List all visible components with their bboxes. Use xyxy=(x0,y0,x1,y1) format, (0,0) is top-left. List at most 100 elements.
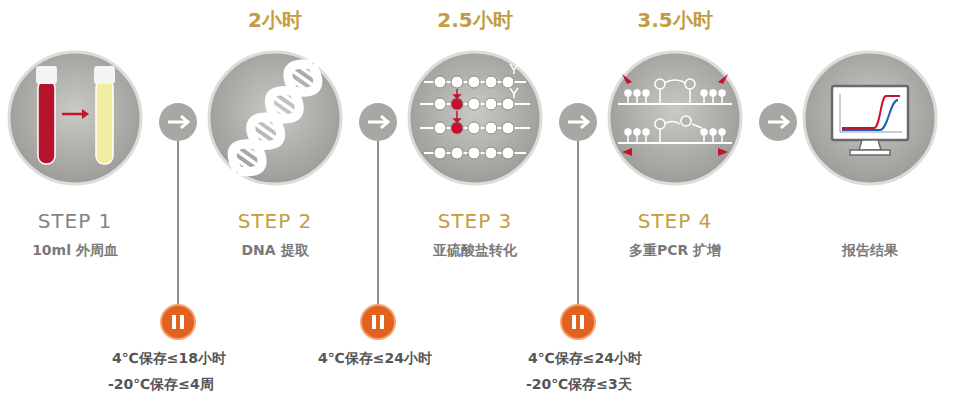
step-label: STEP 4 xyxy=(588,209,762,233)
primer-dot xyxy=(685,79,695,89)
duration-label: 3.5小时 xyxy=(588,8,762,32)
pause-bar xyxy=(180,315,184,329)
step-disc xyxy=(804,52,936,184)
primer-dot xyxy=(655,79,665,89)
tube-cap xyxy=(94,66,115,84)
dna-helix xyxy=(225,56,326,181)
plasma-tube xyxy=(96,80,113,164)
arrow-disc xyxy=(559,103,597,141)
process-step: 2小时 STEP 2 DNA 提取 xyxy=(188,0,368,265)
pcr-lines xyxy=(618,104,732,143)
process-step: 报告结果 xyxy=(788,0,952,265)
probe-head xyxy=(625,129,631,135)
pcr-arrow xyxy=(622,74,632,84)
flow-arrow xyxy=(368,121,388,124)
base-dot xyxy=(502,98,514,110)
base-dots xyxy=(434,76,514,159)
probe-head xyxy=(719,129,725,135)
duration-label: 2.5小时 xyxy=(388,8,562,32)
pause-disc xyxy=(561,305,595,339)
monitor xyxy=(832,86,908,155)
primer-loop xyxy=(660,121,702,143)
plot-axes xyxy=(840,94,902,132)
monitor-neck xyxy=(859,140,881,150)
pcr-arrows xyxy=(622,74,728,156)
process-step: STEP 110ml 外周血 xyxy=(0,0,168,265)
storage-note: 4℃保存≤18小时 xyxy=(112,349,226,367)
pause-icon xyxy=(161,305,195,339)
monitor-screen xyxy=(832,86,908,140)
step-label: STEP 2 xyxy=(188,209,362,233)
step-discs xyxy=(9,52,936,184)
pcr-arrow xyxy=(718,148,728,156)
process-step: 3.5小时STEP 4多重PCR 扩增 xyxy=(588,0,768,265)
bisulfite-strands xyxy=(420,64,530,159)
flow-arrow xyxy=(568,121,588,124)
base-dot xyxy=(468,147,480,159)
probe-stems xyxy=(625,90,725,143)
monitor-base xyxy=(850,150,890,155)
cut-mark xyxy=(510,88,518,98)
primer-loops xyxy=(655,79,702,143)
step-label: 亚硫酸盐转化 xyxy=(388,241,562,259)
base-dot xyxy=(485,98,497,110)
base-dot xyxy=(468,122,480,134)
blue-curve xyxy=(842,100,898,130)
conversion-arrowhead xyxy=(454,95,460,98)
probe-head xyxy=(710,90,716,96)
step-label: STEP 1 xyxy=(0,209,162,233)
pause-bar xyxy=(572,315,576,329)
pcr-arrow xyxy=(718,74,728,84)
tube-cap xyxy=(36,66,57,84)
leader-line xyxy=(377,140,379,304)
probe-stem xyxy=(628,134,722,143)
probe-head xyxy=(701,129,707,135)
base-dot xyxy=(434,122,446,134)
storage-note: -20℃保存≤3天 xyxy=(526,375,632,393)
pause-icon xyxy=(561,305,595,339)
step-label: STEP 3 xyxy=(388,209,562,233)
process-step: 2.5小时 STEP 3 亚硫酸盐转化 xyxy=(388,0,568,265)
flow-arrow xyxy=(768,121,788,124)
base-dot xyxy=(485,147,497,159)
flow-arrow xyxy=(168,121,188,124)
probe-head xyxy=(710,129,716,135)
probe-head xyxy=(719,90,725,96)
pause-bar xyxy=(380,315,384,329)
step-label: 报告结果 xyxy=(788,241,952,259)
base-dot xyxy=(502,122,514,134)
pcr-arrow xyxy=(622,148,632,156)
pause-icon xyxy=(361,305,395,339)
step-disc xyxy=(209,52,341,184)
leader-line xyxy=(177,140,179,304)
conversion-arrow xyxy=(456,111,458,119)
pause-disc xyxy=(361,305,395,339)
cut-mark xyxy=(510,64,518,74)
probe-head xyxy=(625,90,631,96)
pause-disc xyxy=(161,305,195,339)
duration-label: 2小时 xyxy=(188,8,362,32)
base-dot xyxy=(502,147,514,159)
converted-base xyxy=(451,122,463,134)
base-dot xyxy=(434,147,446,159)
storage-note: -20℃保存≤4周 xyxy=(108,375,214,393)
arrow-disc xyxy=(159,103,197,141)
helix-strand xyxy=(225,56,326,181)
blood-tubes xyxy=(36,66,115,164)
base-dot xyxy=(434,98,446,110)
probe-head xyxy=(701,90,707,96)
pcr-strands xyxy=(618,74,732,156)
step-label: DNA 提取 xyxy=(188,241,362,259)
storage-note: 4℃保存≤24小时 xyxy=(528,349,642,367)
base-dot xyxy=(485,76,497,88)
probe-head xyxy=(643,90,649,96)
pcr-line xyxy=(618,142,732,144)
pause-bar xyxy=(580,315,584,329)
pcr-line xyxy=(618,103,732,105)
primer-dot xyxy=(655,119,665,129)
primer-dot xyxy=(681,116,691,126)
base-dot xyxy=(502,76,514,88)
conversion-arrowhead xyxy=(454,119,460,122)
